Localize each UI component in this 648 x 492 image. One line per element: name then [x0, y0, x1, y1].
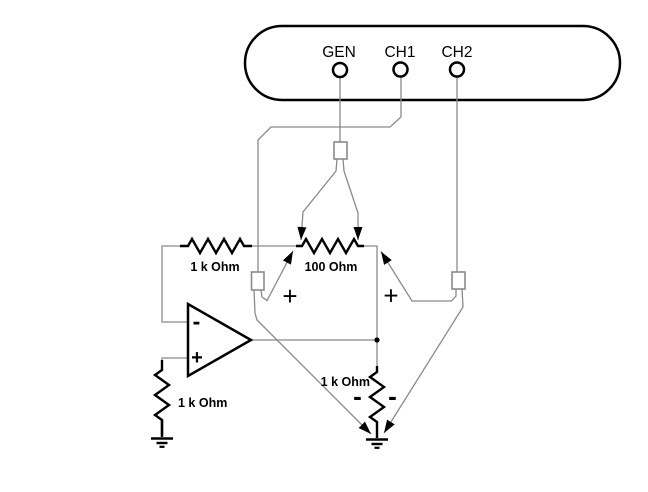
ch1-probe-tip-lead — [260, 250, 294, 302]
label-shunt-resistor: 100 Ohm — [305, 260, 358, 274]
gen-probe-lead-right — [342, 158, 363, 240]
load-minus-right-sign: - — [388, 381, 397, 411]
opamp-triangle — [186, 301, 254, 379]
terminal-label-ch1: CH1 — [384, 44, 415, 61]
ch1-cable — [257, 76, 402, 272]
terminal-gen — [331, 61, 349, 79]
ch2-probe — [451, 271, 466, 290]
ch1-probe-ground-lead — [253, 289, 372, 435]
resistor-load-1k — [367, 366, 387, 438]
ground-center — [366, 438, 388, 449]
gen-probe-lead-left — [297, 158, 338, 241]
ch2-probe-ground-lead — [383, 288, 464, 434]
label-load-resistor: 1 k Ohm — [321, 375, 370, 389]
terminal-label-ch2: CH2 — [441, 44, 472, 61]
opamp-noninverting-sign: + — [191, 347, 203, 369]
ch2-plus-sign: + — [383, 281, 398, 311]
resistor-feedback-1k — [180, 236, 252, 256]
opamp-inverting-sign: - — [193, 308, 201, 334]
terminal-ch2 — [448, 61, 466, 78]
terminal-ch1 — [392, 61, 409, 78]
terminal-label-gen: GEN — [322, 44, 356, 61]
output-junction-dot — [374, 337, 380, 343]
resistor-shunt-100 — [296, 236, 364, 256]
gen-probe — [333, 141, 348, 160]
instrument-body — [243, 24, 622, 102]
label-bias-resistor: 1 k Ohm — [178, 396, 227, 410]
shunt-to-output-wire — [364, 245, 378, 338]
ground-left — [151, 420, 173, 448]
ch1-plus-sign: + — [282, 281, 297, 311]
ch1-probe — [250, 271, 265, 291]
load-minus-left-sign: - — [353, 381, 362, 411]
inverting-input-wire — [161, 245, 188, 323]
noninverting-input-wire — [161, 357, 188, 362]
resistor-bias-1k — [152, 360, 172, 436]
label-feedback-resistor: 1 k Ohm — [190, 260, 239, 274]
ch2-probe-tip-lead — [380, 251, 457, 302]
